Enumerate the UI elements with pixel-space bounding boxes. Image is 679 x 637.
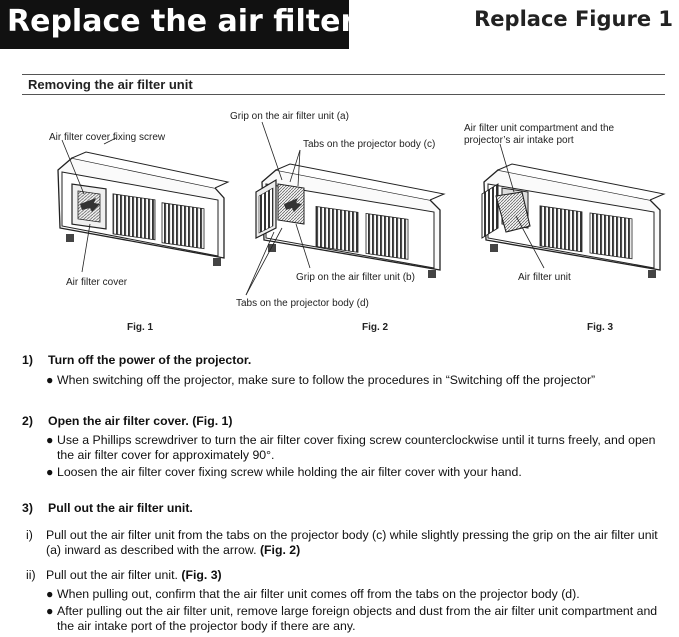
step-3: 3) Pull out the air filter unit. xyxy=(22,501,193,516)
step-3-sub-ii-bullet-2: ● After pulling out the air filter unit,… xyxy=(46,604,669,634)
step-number: 1) xyxy=(22,353,33,367)
bullet-icon: ● xyxy=(46,433,54,447)
bullet-icon: ● xyxy=(46,587,54,601)
step-number: 2) xyxy=(22,414,33,428)
fig3-projector-drawing xyxy=(481,143,666,278)
step-2-bullet-2: ● Loosen the air filter cover fixing scr… xyxy=(46,465,669,480)
substep-number: i) xyxy=(26,528,33,542)
label-grip-a: Grip on the air filter unit (a) xyxy=(230,111,349,122)
step-number: 3) xyxy=(22,501,33,515)
step-title: Open the air filter cover. (Fig. 1) xyxy=(48,414,233,428)
label-tabs-c: Tabs on the projector body (c) xyxy=(303,139,435,150)
label-compartment-2: projector’s air intake port xyxy=(464,135,574,146)
label-air-filter-cover: Air filter cover xyxy=(66,277,128,288)
bullet-text: Loosen the air filter cover fixing screw… xyxy=(57,465,522,479)
substep-text: Pull out the air filter unit. xyxy=(46,568,178,582)
bullet-text: Use a Phillips screwdriver to turn the a… xyxy=(57,433,656,462)
bullet-text: After pulling out the air filter unit, r… xyxy=(57,604,658,633)
substep-text: Pull out the air filter unit from the ta… xyxy=(46,528,658,557)
step-3-sub-ii-bullet-1: ● When pulling out, confirm that the air… xyxy=(46,587,669,602)
bullet-icon: ● xyxy=(46,373,54,387)
fig2-projector-drawing xyxy=(245,121,446,296)
bullet-text: When pulling out, confirm that the air f… xyxy=(57,587,580,601)
replace-figure-title: Replace Figure 1 xyxy=(474,7,673,31)
figure-reference: (Fig. 3) xyxy=(181,568,222,582)
label-tabs-d: Tabs on the projector body (d) xyxy=(236,298,369,309)
label-compartment-1: Air filter unit compartment and the xyxy=(464,123,615,134)
label-air-filter-unit: Air filter unit xyxy=(518,272,571,283)
section-title: Removing the air filter unit xyxy=(28,77,193,92)
step-3-sub-i: i) Pull out the air filter unit from the… xyxy=(26,528,667,558)
bullet-text: When switching off the projector, make s… xyxy=(57,373,596,387)
step-3-sub-ii: ii) Pull out the air filter unit. (Fig. … xyxy=(26,568,667,583)
step-2-bullet-1: ● Use a Phillips screwdriver to turn the… xyxy=(46,433,669,463)
section-bottom-rule xyxy=(22,94,665,95)
step-title: Turn off the power of the projector. xyxy=(48,353,252,367)
fig1-projector-drawing xyxy=(57,137,230,273)
label-grip-b: Grip on the air filter unit (b) xyxy=(296,272,415,283)
fig1-caption: Fig. 1 xyxy=(127,322,154,333)
figure-reference: (Fig. 2) xyxy=(259,543,301,557)
step-2: 2) Open the air filter cover. (Fig. 1) xyxy=(22,414,233,429)
fig3-caption: Fig. 3 xyxy=(587,322,614,333)
step-1-bullet-1: ● When switching off the projector, make… xyxy=(46,373,669,388)
label-fixing-screw: Air filter cover fixing screw xyxy=(49,132,166,143)
fig2-caption: Fig. 2 xyxy=(362,322,389,333)
section-top-rule xyxy=(22,74,665,75)
substep-number: ii) xyxy=(26,568,36,582)
step-1: 1) Turn off the power of the projector. xyxy=(22,353,251,368)
figures-illustration: Air filter cover fixing screw Air filter… xyxy=(49,111,666,333)
page-banner-title: Replace the air filter xyxy=(0,0,355,49)
bullet-icon: ● xyxy=(46,604,54,618)
step-title: Pull out the air filter unit. xyxy=(48,501,193,515)
bullet-icon: ● xyxy=(46,465,54,479)
